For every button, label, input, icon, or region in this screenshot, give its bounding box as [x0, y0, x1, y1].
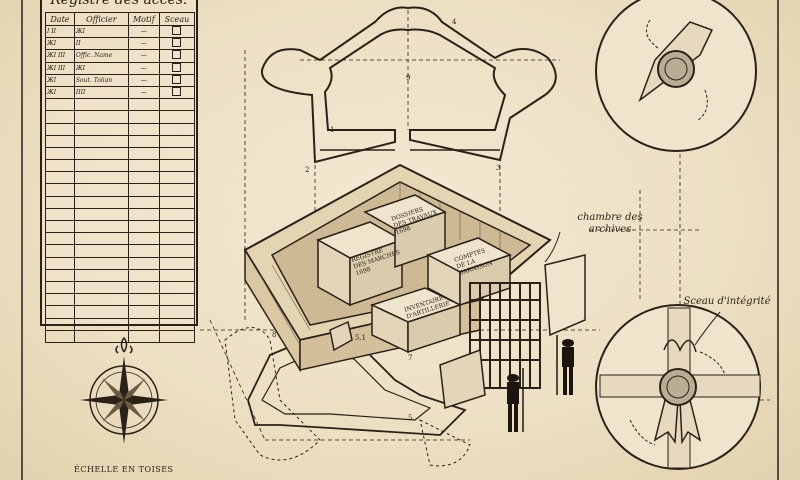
register-cell-empty [45, 329, 75, 343]
register-cell-empty [158, 329, 196, 343]
compass-rose-icon [80, 336, 168, 444]
mark-3: 3 [496, 164, 500, 172]
integrity-seal-label: Sceau d'intégrité [683, 296, 771, 307]
table-row-empty [45, 268, 196, 282]
register-date: I II [45, 24, 75, 39]
register-cell-empty [127, 329, 160, 343]
bastion-block [439, 348, 486, 409]
crate-1 [316, 221, 404, 307]
portcullis-gate [469, 282, 541, 389]
seal-detail-bottom [595, 304, 761, 470]
mark-2: 2 [305, 166, 309, 174]
mark-9: 9 [406, 74, 410, 82]
wall-scroll [544, 254, 586, 337]
mark-8: 8 [272, 331, 276, 339]
table-row-empty [45, 232, 196, 246]
bastion-plan [260, 6, 557, 164]
fleur-de-lis-icon [115, 336, 133, 354]
mark-4: 4 [452, 18, 457, 26]
table-row-empty [45, 195, 196, 209]
dimension-marks: 1 2 3 4 5 7 8 9 5.1 [272, 18, 500, 422]
pillar-block [329, 320, 353, 352]
wax-seal-icon [657, 50, 695, 88]
crate-4 [369, 287, 462, 354]
seal-leader [694, 311, 721, 346]
scale-label: ÉCHELLE EN TOISES [74, 465, 174, 474]
mark-5-1: 5.1 [355, 334, 366, 342]
mark-7: 7 [408, 354, 412, 362]
archive-chamber-label: chambre des archives [577, 212, 643, 235]
chamber-leader [544, 231, 561, 263]
table-row-empty [45, 317, 196, 331]
table-row-empty [45, 159, 196, 173]
archive-crates: REGISTREDES MARCHES1698 DOSSIERSDES TRAV… [316, 194, 512, 354]
register-date: ЖI III [45, 61, 75, 75]
seal-detail-top [595, 0, 757, 152]
soldier-figure-icon [507, 368, 524, 432]
table-row-empty [45, 244, 196, 258]
table-row-empty [45, 256, 196, 270]
mark-5: 5 [408, 414, 412, 422]
wax-seal-icon-2 [659, 368, 697, 406]
register-title: Registre des accès: [50, 0, 188, 8]
mark-1: 1 [330, 126, 334, 134]
access-register: Registre des accès: Date Officier Motif … [40, 0, 198, 343]
soldier-figure-icon-2 [556, 335, 574, 395]
table-row-empty [45, 329, 196, 343]
